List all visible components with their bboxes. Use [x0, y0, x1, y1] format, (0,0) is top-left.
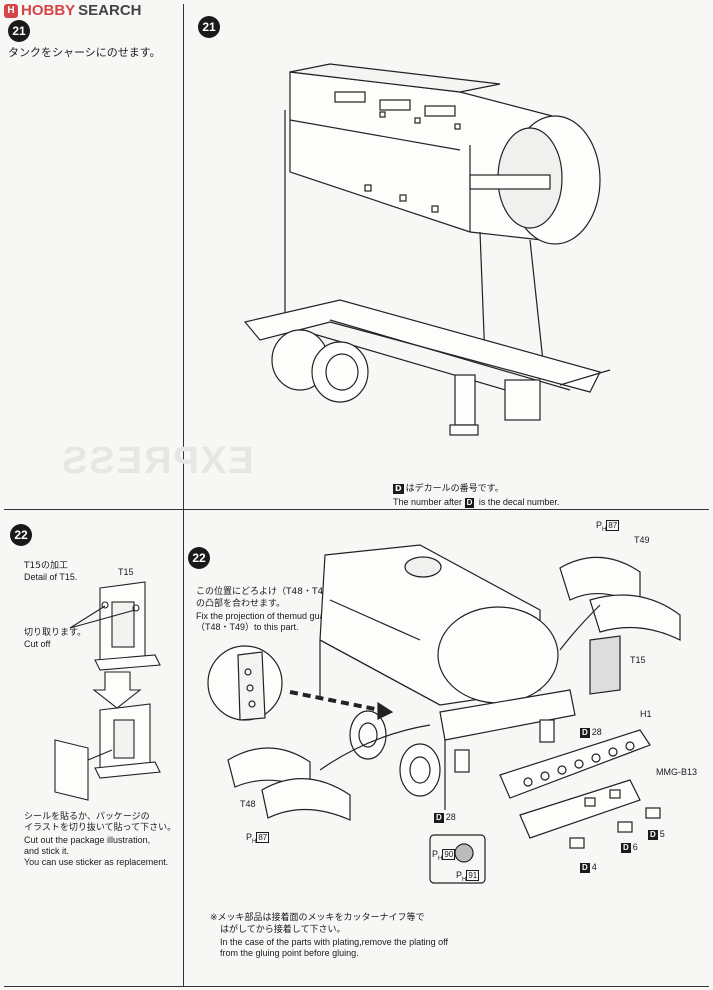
decal-note-jp-text: はデカールの番号です。 — [405, 484, 504, 494]
decal-letter-box-en: D — [464, 498, 475, 508]
column-divider — [183, 4, 184, 986]
section-divider — [4, 509, 709, 510]
d6-letter: D — [621, 843, 631, 853]
step-22-badge-left: 22 — [10, 524, 32, 546]
ph-prefix-b: P — [246, 832, 253, 842]
label-mmg-b13: MMG-B13 — [656, 767, 698, 777]
ph90-number: 90 — [442, 849, 456, 860]
d28a-number: 28 — [591, 727, 602, 737]
decal-note-en: The number after D is the decal number. — [393, 497, 559, 508]
d28b-letter: D — [434, 813, 444, 823]
d28b-number: 28 — [445, 812, 456, 822]
ph-sub: H — [602, 526, 607, 533]
d28a-letter: D — [580, 728, 590, 738]
d5-number: 5 — [659, 829, 665, 839]
ph-sub-b: H — [252, 838, 257, 845]
step-21-instruction: タンクをシャーシにのせます。 — [8, 46, 161, 59]
cutoff-jp: 切り取ります。 — [24, 628, 87, 638]
ph-prefix-91: P — [456, 870, 463, 880]
decal-letter-box: D — [393, 484, 404, 494]
decal-note-en-prefix: The number after — [393, 497, 463, 507]
ph-sub-91: H — [462, 876, 467, 883]
mudguard-note-4: （T48・T49）to this part. — [196, 622, 299, 632]
label-t15: T15 — [630, 655, 646, 665]
step-22-badge-main: 22 — [188, 547, 210, 569]
ph-prefix: P — [596, 520, 603, 530]
sticker-line-2: イラストを切り抜いて貼って下さい。 — [24, 823, 177, 833]
plating-note-4: from the gluing point before gluing. — [220, 948, 359, 958]
d6-number: 6 — [632, 842, 638, 852]
t15-part-label: T15 — [118, 567, 134, 577]
t15-detail-jp: T15の加工 — [24, 561, 68, 571]
watermark-brand: HOBBY — [21, 2, 76, 19]
sticker-line-5: You can use sticker as replacement. — [24, 857, 169, 867]
t15-detail-en: Detail of T15. — [24, 572, 78, 582]
sticker-line-4: and stick it. — [24, 846, 70, 856]
bottom-border — [4, 986, 709, 987]
ph91-number: 91 — [466, 870, 480, 881]
plating-note-1: ※メッキ部品は接着面のメッキをカッターナイフ等で — [210, 913, 425, 923]
ph87-bottom-number: 87 — [256, 832, 270, 843]
decal-note-en-suffix: is the decal number. — [478, 497, 560, 507]
ph-sub-90: H — [438, 855, 443, 862]
sticker-line-1: シールを貼るか、パッケージの — [24, 812, 150, 822]
hobbysearch-logo-icon: H — [4, 3, 18, 18]
watermark-search: SEARCH — [78, 2, 142, 19]
mudguard-note-3: Fix the projection of themud guard — [196, 611, 333, 621]
mudguard-note-1: この位置にどろよけ（T48・T49） — [196, 587, 338, 597]
step-21-badge-right: 21 — [198, 16, 220, 38]
plating-note-2: はがしてから接着して下さい。 — [220, 925, 346, 935]
mudguard-note-2: の凸部を合わせます。 — [196, 599, 286, 609]
plating-note-3: In the case of the parts with plating,re… — [220, 937, 448, 947]
sticker-line-3: Cut out the package illustration, — [24, 835, 151, 845]
step-21-badge-left: 21 — [8, 20, 30, 42]
cutoff-en: Cut off — [24, 639, 51, 649]
label-t48: T48 — [240, 799, 256, 809]
d5-letter: D — [648, 830, 658, 840]
d4-letter: D — [580, 863, 590, 873]
d4-number: 4 — [591, 862, 597, 872]
ph87-top-number: 87 — [606, 520, 620, 531]
ph-prefix-90: P — [432, 849, 439, 859]
label-t49: T49 — [634, 535, 650, 545]
label-h1: H1 — [640, 709, 652, 719]
hobbysearch-watermark: H HOBBY SEARCH — [4, 2, 142, 19]
